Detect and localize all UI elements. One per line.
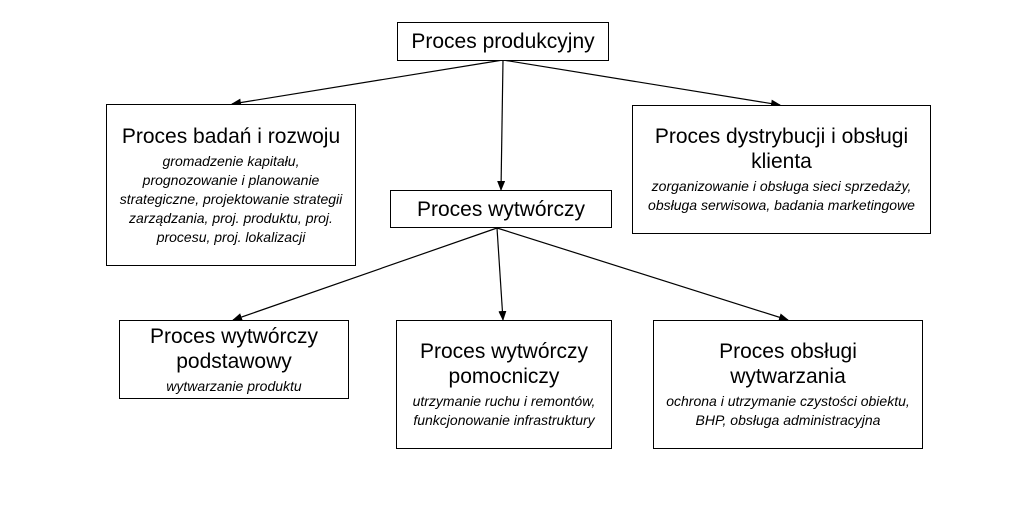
node-title: Proces badań i rozwoju [121,124,341,148]
node-description: wytwarzanie produktu [166,377,302,394]
node-basic-manufacturing: Proces wytwórczy podstawowy wytwarzanie … [119,320,349,399]
arrow-manufacturing-to-service [496,227,789,322]
node-manufacturing-process: Proces wytwórczy [390,190,612,228]
node-title: Proces wytwórczy [416,197,586,221]
node-description: gromadzenie kapitału, prognozowanie i pl… [119,152,343,245]
arrow-root-to-research [231,59,504,107]
arrow-root-to-manufacturing [497,59,506,191]
arrow-root-to-distribution [502,59,781,108]
node-auxiliary-manufacturing: Proces wytwórczy pomocniczy utrzymanie r… [396,320,612,449]
node-description: zorganizowanie i obsługa sieci sprzedaży… [648,178,915,213]
node-research-process: Proces badań i rozwoju gromadzenie kapit… [106,104,356,266]
node-title: Proces dystrybucji i obsługi klienta [654,125,909,173]
node-production-process: Proces produkcyjny [397,22,609,61]
node-title: Proces produkcyjny [411,30,595,53]
node-description: ochrona i utrzymanie czystości obiektu, … [666,393,910,428]
node-production-service: Proces obsługi wytwarzania ochrona i utr… [653,320,923,449]
node-distribution-process: Proces dystrybucji i obsługi klienta zor… [632,105,931,234]
node-description: utrzymanie ruchu i remontów, funkcjonowa… [412,393,596,428]
arrow-manufacturing-to-basic [232,227,498,321]
node-title: Proces wytwórczy podstawowy [149,324,319,373]
arrow-manufacturing-to-auxiliary [496,227,507,321]
node-title: Proces obsługi wytwarzania [719,340,857,388]
node-title: Proces wytwórczy pomocniczy [419,340,589,388]
